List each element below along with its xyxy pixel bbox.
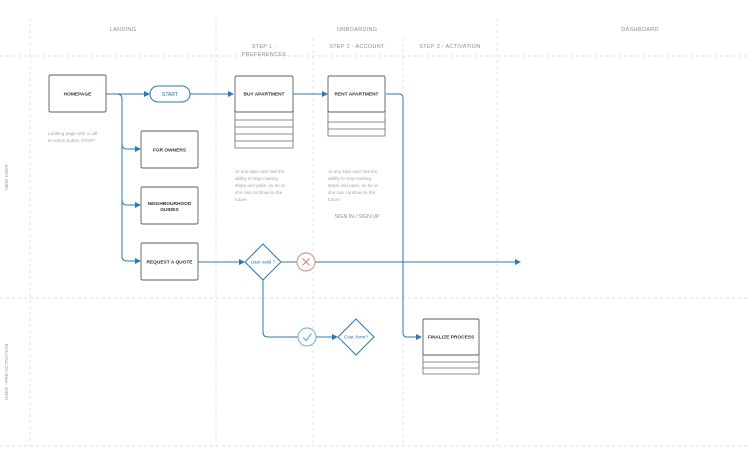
for-owners-label: FOR OWNERS xyxy=(153,148,187,154)
flow-edges xyxy=(106,91,521,340)
step2-note-line1: At any step user has the xyxy=(328,169,378,174)
step-header-activation: STEP 3 - ACTIVATION xyxy=(419,44,480,50)
user-valid-label: User valid ? xyxy=(251,260,276,265)
neighbourhood-label-line2: GUIDES xyxy=(160,207,179,213)
cust-form-decision[interactable]: Cust. form? xyxy=(337,318,375,356)
landing-note-line1: Landing page with a call xyxy=(48,131,97,136)
user-valid-decision[interactable]: User valid ? xyxy=(244,243,282,281)
for-owners-node[interactable]: FOR OWNERS xyxy=(140,130,199,169)
neighbourhood-guides-node[interactable]: NEIGHBOURHOOD GUIDES xyxy=(140,186,199,225)
step1-note-line2: ability to stop making xyxy=(235,176,278,181)
step-header-preferences-line2: PREFERENCES xyxy=(242,52,287,58)
homepage-label: HOMEPAGE xyxy=(64,92,92,98)
buy-apartment-label: BUY APARTMENT xyxy=(244,92,285,98)
column-header-dashboard: DASHBOARD xyxy=(621,27,659,33)
step1-note-line4: she can continue in the xyxy=(235,190,283,195)
step2-note-line2: ability to stop making xyxy=(328,176,371,181)
check-icon xyxy=(297,327,317,347)
step-header-account: STEP 2 - ACCOUNT xyxy=(329,44,385,50)
cust-form-label: Cust. form? xyxy=(344,335,368,340)
column-header-landing: LANDING xyxy=(110,27,137,33)
lane-label-new-user: NEW USER xyxy=(4,164,10,190)
step2-note-line5: future xyxy=(328,197,340,202)
x-icon xyxy=(296,252,316,272)
step1-note-line1: At any step user has the xyxy=(235,169,285,174)
request-quote-node[interactable]: REQUEST A QUOTE xyxy=(140,242,199,281)
step2-note-line3: steps and pass, so he or xyxy=(328,183,379,188)
landing-note-line2: to action button START xyxy=(48,138,96,143)
step2-note-line4: she can continue in the xyxy=(328,190,376,195)
request-quote-label: REQUEST A QUOTE xyxy=(146,260,193,266)
finalize-process-node[interactable]: FINALIZE PROCESS xyxy=(422,318,480,375)
column-header-onboarding: ONBOARDING xyxy=(337,27,378,33)
step1-note-line5: future xyxy=(235,197,247,202)
homepage-node[interactable]: HOMEPAGE xyxy=(48,74,107,113)
step-header-preferences-line1: STEP 1 - xyxy=(252,44,277,50)
swimlane-grid xyxy=(0,18,750,447)
neighbourhood-label-line1: NEIGHBOURHOOD xyxy=(148,201,192,207)
start-label: START xyxy=(162,92,178,98)
finalize-process-label: FINALIZE PROCESS xyxy=(428,335,475,341)
sign-in-sign-up-label: SIGN IN / SIGN UP xyxy=(335,214,381,220)
buy-apartment-node[interactable]: BUY APARTMENT xyxy=(234,75,294,149)
rent-apartment-node[interactable]: RENT APARTMENT xyxy=(327,75,386,137)
step1-note-line3: steps and pass, so he or xyxy=(235,183,286,188)
rent-apartment-label: RENT APARTMENT xyxy=(335,92,379,98)
start-button[interactable]: START xyxy=(149,85,191,103)
lane-label-pre-activation: USER - PRE ACTIVATION xyxy=(4,343,10,400)
